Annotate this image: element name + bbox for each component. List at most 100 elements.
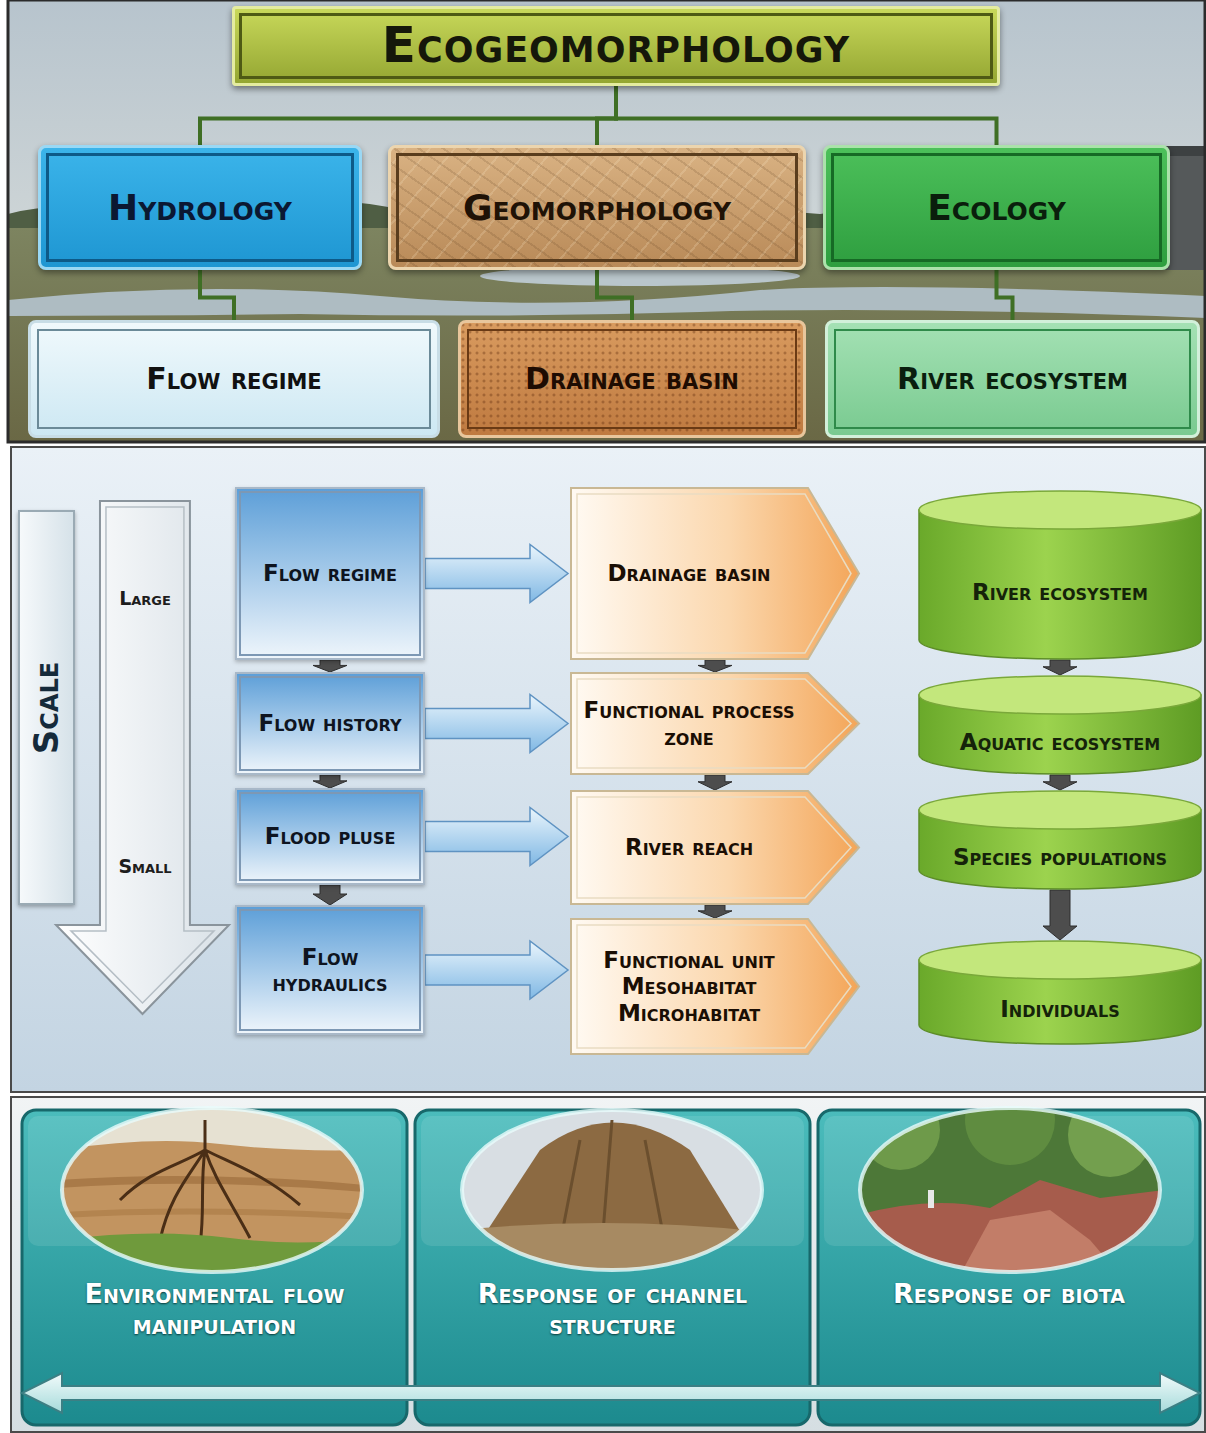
geomorphology-arrow-box: Functional unitMesohabitatMicrohabitat (570, 918, 860, 1055)
geomorphology-arrow-box-outline (570, 672, 860, 775)
person (928, 1190, 934, 1208)
panel-frame (8, 0, 1205, 442)
outcome-panel: Response of channel structure (415, 1110, 810, 1425)
down-arrow (698, 775, 732, 790)
ecology-cylinder: Individuals (918, 940, 1202, 1045)
tree-line (597, 86, 616, 145)
ecology-cylinder-outline (918, 675, 1202, 775)
tree-line (616, 86, 997, 145)
node-label: Geomorphology (463, 187, 731, 228)
node-label: Functional process zone (580, 697, 798, 750)
hydrology-box: Flow regime (235, 487, 425, 660)
node-label: Flow hydraulics (247, 944, 413, 997)
tree-roots (120, 1120, 300, 1245)
flow-arrow (425, 941, 568, 999)
ecology-cylinder-outline (918, 490, 1202, 660)
pentagon-inner-line (577, 797, 851, 898)
category-box: Geomorphology (388, 145, 806, 270)
topic-box: Flow regime (28, 320, 440, 438)
cylinder-top (919, 791, 1201, 829)
node-label: River ecosystem (897, 362, 1128, 397)
down-arrow (1043, 660, 1077, 675)
topic-box: River ecosystem (825, 320, 1200, 438)
arrow-outline (56, 501, 229, 1014)
pentagon-outline (571, 791, 859, 904)
flow-arrow (425, 695, 568, 753)
cylinder-top (919, 491, 1201, 529)
flow-arrow (425, 545, 568, 603)
arrow-inner-line (71, 507, 214, 1003)
geomorphology-arrow-box: Drainage basin (570, 487, 860, 660)
node-label: Flow history (258, 710, 401, 736)
geomorphology-arrow-box: Functional process zone (570, 672, 860, 775)
node-label: Hydrology (108, 187, 292, 228)
cylinder-top (919, 941, 1201, 979)
photo-sky (460, 1105, 765, 1275)
node-label: Flood pluse (265, 823, 396, 849)
photo-frame (62, 1108, 362, 1272)
grass (60, 1233, 365, 1275)
double-arrow (22, 1373, 1200, 1413)
pentagon-inner-line (577, 925, 851, 1048)
biota-photo (858, 1075, 1163, 1275)
node-label: Drainage basin (607, 560, 770, 586)
node-label: Response of channel structure (429, 1278, 796, 1340)
hydrology-box: Flood pluse (235, 788, 425, 885)
node-label: Ecology (927, 187, 1066, 228)
node-label: Small (95, 856, 195, 878)
node-label: Drainage basin (525, 362, 739, 397)
photo-frame (860, 1108, 1160, 1272)
node-label: Flow regime (263, 560, 397, 586)
soil-stratum (60, 1176, 365, 1192)
down-arrow (698, 905, 732, 918)
outcome-panel-bg (415, 1110, 810, 1425)
down-arrow (1043, 775, 1077, 790)
channel-photo (460, 1105, 765, 1275)
photo-sky (60, 1105, 365, 1275)
canopy (1068, 1093, 1152, 1177)
hydrology-box: Flow hydraulics (235, 905, 425, 1035)
geomorphology-arrow-box: River reach (570, 790, 860, 905)
node-label: Response of biota (893, 1278, 1125, 1309)
tree-line (200, 86, 616, 145)
ecology-cylinder: Aquatic ecosystem (918, 675, 1202, 775)
node-label: River reach (625, 834, 753, 860)
outcome-panel: Response of biota (818, 1110, 1200, 1425)
red-rocks (858, 1180, 1163, 1275)
down-arrow (313, 885, 347, 905)
scale-panel (11, 447, 1205, 1092)
tree-line (997, 270, 1013, 320)
down-arrow (1043, 890, 1077, 940)
category-box: Hydrology (38, 145, 362, 270)
topic-box: Drainage basin (458, 320, 806, 438)
node-label: Species populations (953, 844, 1167, 870)
river-water (8, 287, 1206, 318)
ecology-cylinder: River ecosystem (918, 490, 1202, 660)
pentagon-outline (571, 919, 859, 1054)
node-label: Environmental flow manipulation (36, 1278, 393, 1340)
outcome-panel: Environmental flow manipulation (22, 1110, 407, 1425)
pentagon-outline (571, 673, 859, 774)
ecology-cylinder: Species populations (918, 790, 1202, 890)
ecology-cylinder-outline (918, 790, 1202, 890)
node-label: Aquatic ecosystem (960, 729, 1160, 755)
scale-arrow: LargeSmall (55, 500, 230, 1015)
node-label: River ecosystem (972, 579, 1148, 605)
cylinder-body (919, 510, 1201, 659)
hydrology-box: Flow history (235, 672, 425, 775)
down-arrow (698, 660, 732, 672)
down-arrow (313, 775, 347, 788)
scale-bar: Scale (18, 510, 75, 905)
tree-line (597, 270, 632, 320)
node-label: Ecogeomorphology (382, 17, 850, 75)
scale-arrow-outline (55, 500, 230, 1015)
canopy (965, 1075, 1055, 1165)
sky (8, 0, 1206, 442)
ecology-cylinder-outline (918, 940, 1202, 1045)
cylinder-top (919, 676, 1201, 714)
red-rocks (960, 1210, 1120, 1275)
pentagon-inner-line (577, 679, 851, 768)
soil-stratum (60, 1208, 365, 1220)
pentagon-outline (571, 488, 859, 659)
flow-arrow (425, 808, 568, 866)
